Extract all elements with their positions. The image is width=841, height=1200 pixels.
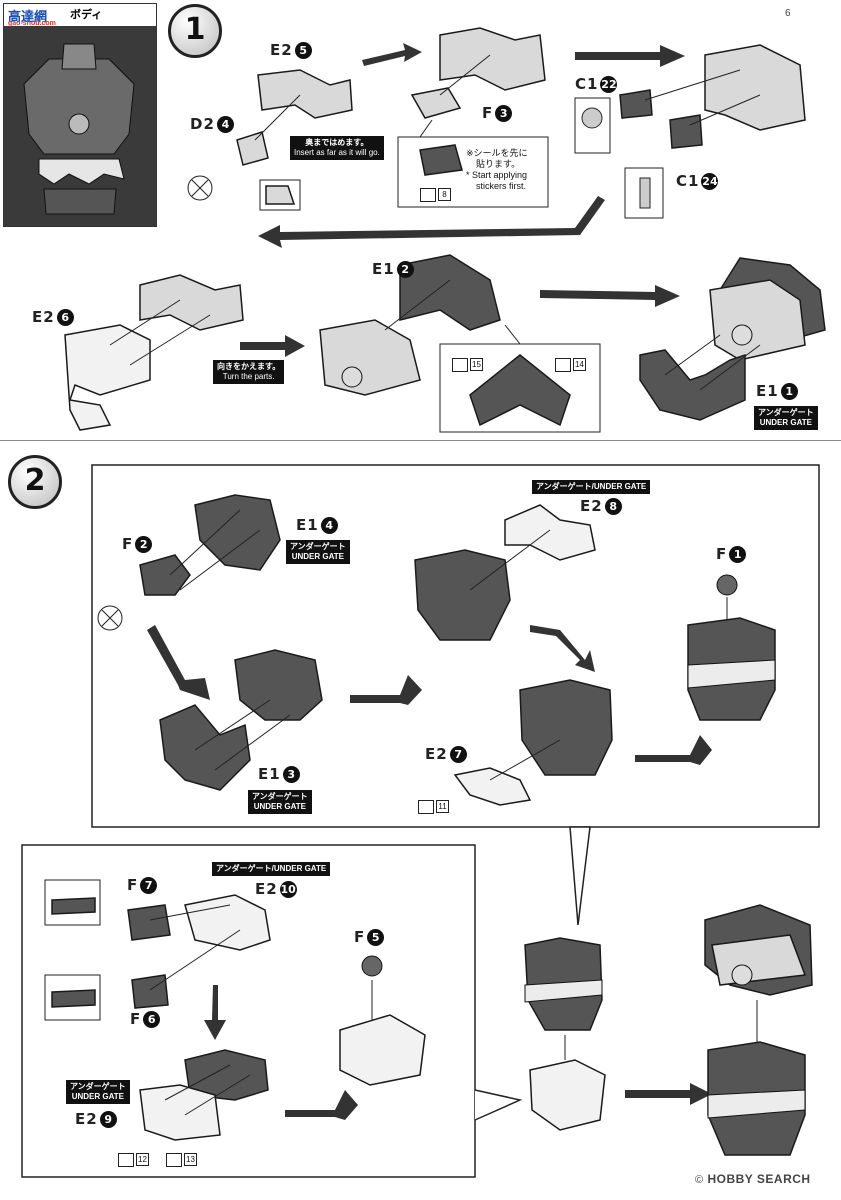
part-assembly-b [704, 44, 806, 131]
sticker-number-8: 8 [438, 188, 451, 201]
under-gate-tag: アンダーゲート UNDER GATE [66, 1080, 130, 1104]
part-e1-4 [194, 494, 281, 571]
part-assembly-m [529, 1059, 606, 1131]
part-e1-2 [399, 254, 501, 331]
step-2-subframe [21, 844, 476, 1178]
part-f-3 [410, 87, 462, 119]
part-f-5 [361, 955, 383, 977]
part-f-2 [139, 554, 191, 596]
under-gate-tag: アンダーゲート UNDER GATE [286, 540, 350, 564]
part-e2-9 [139, 1084, 221, 1141]
part-assembly-d [319, 319, 421, 396]
sticker-number-14: 14 [573, 358, 586, 371]
step-arrow [285, 1090, 358, 1120]
step-arrow [540, 285, 680, 307]
turn-parts-note: 向きをかえます。 Turn the parts. [213, 360, 285, 384]
part-e2-7 [453, 767, 532, 806]
sticker-icon [555, 358, 571, 372]
thumbnail-header: 高達網 gao-shou.com ボディ [4, 4, 156, 27]
part-d2-4 [236, 131, 269, 166]
part-e1-3 [159, 704, 251, 791]
under-gate-tag: アンダーゲート UNDER GATE [248, 790, 312, 814]
section-title: ボディ [70, 9, 103, 21]
step-1-badge: 1 [168, 4, 222, 58]
step-arrow [350, 675, 422, 705]
brand-logo: 高達網 [8, 10, 48, 25]
footer-watermark: © HOBBY SEARCH [695, 1172, 811, 1186]
under-gate-tag-combined: アンダーゲート/UNDER GATE [532, 480, 651, 494]
part-assembly-h [519, 679, 613, 776]
part-e2-8 [504, 504, 596, 561]
sticker-icon [452, 358, 468, 372]
brand-url: gao-shou.com [8, 20, 56, 27]
body-torso-illustration [4, 26, 156, 226]
step-arrow-down [204, 985, 226, 1040]
part-assembly-k [339, 1014, 426, 1086]
sticker-number-13: 13 [184, 1153, 197, 1166]
sticker-note: ※シールを先に 貼ります。 * Start applying stickers … [466, 148, 528, 191]
step-arrow [635, 735, 712, 765]
sticker-icon [166, 1153, 182, 1167]
part-assembly-c [139, 274, 244, 331]
step-arrow [625, 1083, 712, 1105]
part-c1-22 [619, 89, 653, 119]
part-e2-5 [257, 69, 353, 119]
sticker-number-12: 12 [136, 1153, 149, 1166]
part-assembly-a [439, 27, 546, 91]
page-number: 6 [785, 8, 791, 19]
part-f-7 [127, 904, 171, 941]
sticker-number-11: 11 [436, 800, 449, 813]
step-2-frame [91, 464, 820, 828]
sticker-icon [420, 188, 436, 202]
part-f-1 [716, 574, 738, 596]
part-e2-6 [64, 324, 151, 431]
part-c1-24 [669, 114, 703, 149]
product-thumbnail: 高達網 gao-shou.com ボディ [3, 3, 157, 227]
step-2-badge: 2 [8, 455, 62, 509]
step-arrow [362, 43, 422, 66]
part-f-6 [131, 974, 169, 1009]
sticker-icon [418, 800, 434, 814]
step-arrow [240, 335, 305, 357]
step-arrow [147, 625, 210, 700]
step-arrow [575, 45, 685, 67]
step-arrow [530, 625, 595, 672]
part-assembly-g [414, 549, 511, 641]
step-arrow-return [258, 196, 605, 248]
part-e1-1 [639, 349, 746, 421]
sticker-number-15: 15 [470, 358, 483, 371]
under-gate-tag: アンダーゲート UNDER GATE [754, 406, 818, 430]
sticker-icon [118, 1153, 134, 1167]
sticker-callout-box [397, 136, 549, 208]
section-divider [0, 440, 841, 441]
insert-note: 奥まではめます。 Insert as far as it will go. [290, 136, 384, 160]
part-e2-10 [184, 894, 271, 951]
part-assembly-f [234, 649, 323, 721]
under-gate-tag-combined: アンダーゲート/UNDER GATE [212, 862, 331, 876]
